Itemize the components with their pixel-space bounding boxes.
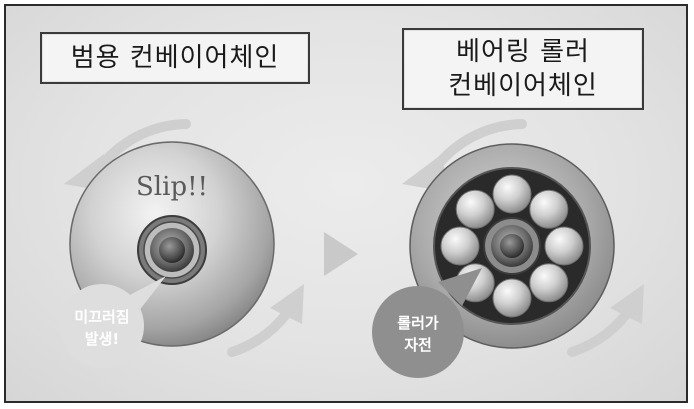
right-rotation-arrowhead-bottom bbox=[610, 284, 644, 324]
roller bbox=[455, 189, 495, 229]
slip-bubble-line-1: 미끄러짐 bbox=[74, 308, 129, 326]
left-rotation-arrowhead-bottom bbox=[270, 284, 304, 324]
roller bbox=[440, 226, 480, 266]
left-hub-core bbox=[159, 237, 185, 263]
bearing-roller-title-line-2: 컨베이어체인 bbox=[448, 71, 598, 101]
roller bbox=[544, 226, 584, 266]
diagram-frame: 범용 컨베이어체인 베어링 롤러 컨베이어체인 bbox=[4, 4, 688, 403]
general-conveyor-chain-title: 범용 컨베이어체인 bbox=[40, 32, 310, 84]
roller-bubble-line-1: 롤러가 bbox=[397, 314, 439, 332]
roller-bubble-line-2: 자전 bbox=[404, 336, 432, 354]
left-rotation-arrow-top bbox=[93, 119, 191, 175]
roller-bubble bbox=[372, 286, 464, 378]
slip-bubble bbox=[60, 284, 144, 368]
bearing-roller-conveyor-chain-title: 베어링 롤러 컨베이어체인 bbox=[402, 28, 644, 110]
transition-arrow bbox=[324, 232, 358, 276]
roller bbox=[529, 263, 569, 303]
bearing-roller-title-line-1: 베어링 롤러 bbox=[456, 37, 590, 67]
roller bbox=[492, 174, 532, 214]
roller bbox=[529, 189, 569, 229]
general-conveyor-chain-title-text: 범용 컨베이어체인 bbox=[70, 43, 280, 73]
slip-bubble-line-2: 발생! bbox=[85, 330, 119, 348]
roller-bubble-tail bbox=[438, 268, 482, 306]
roller bbox=[492, 278, 532, 318]
diagram-graphics: Slip!! 미끄러짐 발생! 롤러가 자전 bbox=[60, 119, 644, 378]
slip-label: Slip!! bbox=[136, 172, 208, 202]
right-hub-core bbox=[500, 234, 524, 258]
